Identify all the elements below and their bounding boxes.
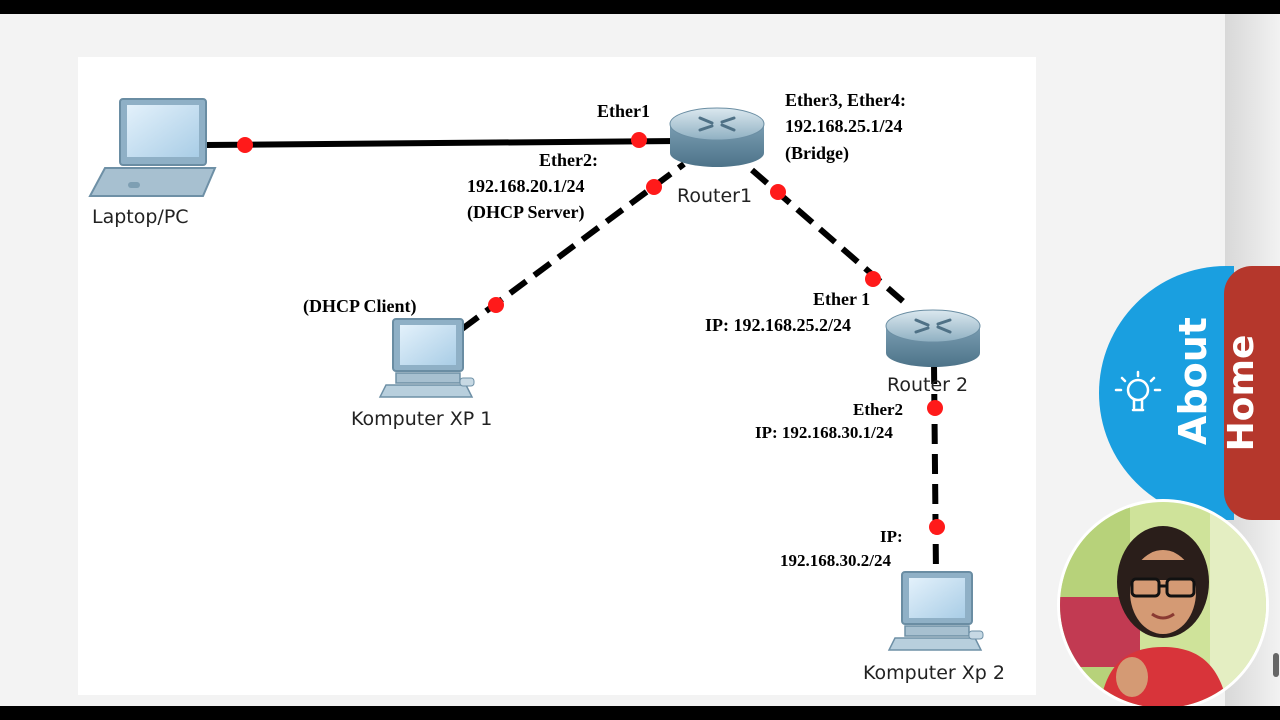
device-label-router1: Router1 [677, 185, 753, 207]
link-router2-pc2 [931, 363, 939, 575]
home-tab-label[interactable]: Home [1221, 334, 1262, 452]
presenter-avatar [1060, 502, 1266, 708]
label-ether2-ip: 192.168.20.1/24 [467, 176, 585, 196]
device-label-router2: Router 2 [887, 374, 969, 396]
router2-icon [885, 309, 981, 367]
port-dot-laptop [237, 137, 253, 153]
port-dot-r1-ether2 [646, 179, 662, 195]
label-r2-ether2-ip: IP: 192.168.30.1/24 [755, 423, 893, 442]
label-ether34-ip: 192.168.25.1/24 [785, 116, 903, 136]
label-r2-ether1-name: Ether 1 [813, 289, 871, 309]
pc2-icon [887, 571, 984, 651]
lightbulb-icon [1114, 370, 1162, 412]
label-r2-ether2-name: Ether2 [853, 400, 904, 419]
label-ether34-name: Ether3, Ether4: [785, 90, 906, 110]
about-tab-label[interactable]: About [1171, 317, 1215, 445]
port-dots [237, 132, 945, 535]
label-ether2-name: Ether2: [539, 150, 598, 170]
top-black-bar [0, 0, 1280, 14]
port-dot-pc1 [488, 297, 504, 313]
label-pc2-ip-name: IP: [880, 527, 903, 546]
webcam-overlay [1060, 502, 1266, 708]
label-r2-ether1-ip: IP: 192.168.25.2/24 [705, 315, 851, 335]
port-dot-r2-ether2 [927, 400, 943, 416]
scrollbar-thumb[interactable] [1273, 653, 1279, 677]
label-dhcp-client: (DHCP Client) [303, 296, 417, 316]
laptop-icon [88, 98, 217, 197]
port-dot-r2-ether1 [865, 271, 881, 287]
port-dot-r1-ether3 [770, 184, 786, 200]
device-label-pc1: Komputer XP 1 [351, 408, 493, 430]
slide-canvas [78, 57, 1036, 695]
home-tab[interactable] [1224, 266, 1280, 520]
device-label-laptop: Laptop/PC [92, 206, 189, 228]
bottom-black-bar [0, 706, 1280, 720]
label-ether2-role: (DHCP Server) [467, 202, 585, 222]
pc1-icon [378, 318, 475, 398]
port-dot-r1-ether1 [631, 132, 647, 148]
device-label-pc2: Komputer Xp 2 [863, 662, 1005, 684]
router1-icon [669, 107, 765, 167]
port-dot-pc2 [929, 519, 945, 535]
label-ether34-role: (Bridge) [785, 143, 849, 163]
label-ether1: Ether1 [597, 101, 650, 121]
label-pc2-ip-value: 192.168.30.2/24 [780, 551, 891, 570]
link-laptop-router1 [205, 138, 679, 148]
